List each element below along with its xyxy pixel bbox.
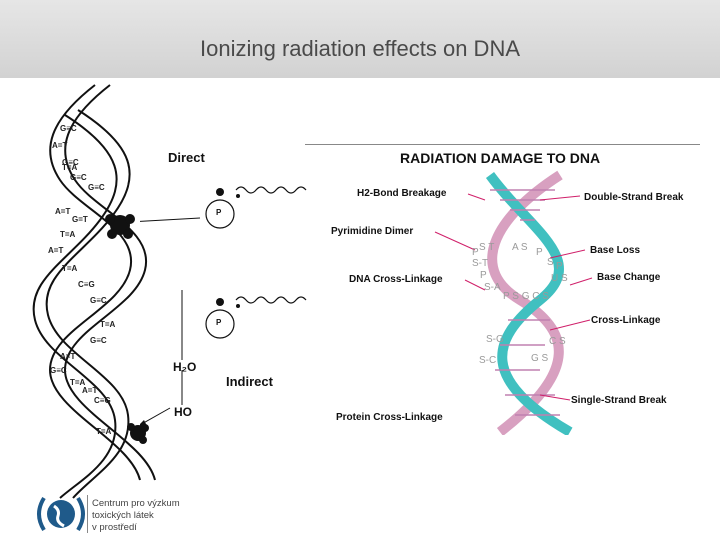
atom-p-label: P <box>216 208 221 217</box>
base-pair: T=A <box>62 264 77 273</box>
base-pair: G≡C <box>70 173 87 182</box>
base-pair: A=T <box>48 246 63 255</box>
base-pair: G≡C <box>50 366 67 375</box>
base-pair: G≡C <box>60 124 77 133</box>
strand-letter: A S <box>512 242 528 253</box>
strand-letter: P S G C S <box>503 291 549 302</box>
logo-text-line1: Centrum pro výzkum <box>92 498 180 509</box>
base-pair: T=A <box>62 163 77 172</box>
dna-cross-linkage-label: DNA Cross-Linkage <box>349 274 443 285</box>
radiation-atoms <box>140 140 310 440</box>
base-loss-label: Base Loss <box>590 245 640 256</box>
strand-letter: P <box>536 247 543 258</box>
base-pair: G≡C <box>90 296 107 305</box>
base-pair: A=T <box>55 207 70 216</box>
cross-linkage-label: Cross-Linkage <box>591 315 660 326</box>
strand-letter: U S <box>551 273 568 284</box>
logo-text-line3: v prostředí <box>92 522 137 533</box>
slide-title: Ionizing radiation effects on DNA <box>0 36 720 62</box>
h2-bond-label: H2-Bond Breakage <box>357 188 446 199</box>
base-pair: G=T <box>72 215 88 224</box>
base-pair: A=T <box>82 386 97 395</box>
base-pair: G≡C <box>90 336 107 345</box>
protein-cross-linkage-label: Protein Cross-Linkage <box>336 412 443 423</box>
institution-logo <box>36 492 86 536</box>
strand-letter: S-A <box>484 282 501 293</box>
strand-letter: S <box>547 257 554 268</box>
logo-divider <box>87 495 88 533</box>
title-bar: Ionizing radiation effects on DNA <box>0 0 720 78</box>
base-change-label: Base Change <box>597 272 660 283</box>
atom-p-label: P <box>216 318 221 327</box>
strand-letter: S-G <box>486 334 504 345</box>
strand-letter: S T <box>479 242 494 253</box>
base-pair: C≡G <box>78 280 95 289</box>
strand-letter: C S <box>549 336 566 347</box>
strand-letter: S-C <box>479 355 496 366</box>
base-pair: G≡C <box>88 183 105 192</box>
strand-letter: P <box>472 247 479 258</box>
logo-text-line2: toxických látek <box>92 510 154 521</box>
base-pair: C≡G <box>94 396 111 405</box>
base-pair: T=A <box>100 320 115 329</box>
right-diagram-title: RADIATION DAMAGE TO DNA <box>400 150 600 166</box>
base-pair: T=A <box>60 230 75 239</box>
base-pair: A=T <box>60 352 75 361</box>
double-strand-label: Double-Strand Break <box>584 192 683 203</box>
pyrimidine-label: Pyrimidine Dimer <box>331 226 413 237</box>
strand-letter: G S <box>531 353 548 364</box>
base-pair: A=T <box>52 141 67 150</box>
strand-letter: S-T <box>472 258 488 269</box>
single-strand-label: Single-Strand Break <box>571 395 667 406</box>
base-pair: T=A <box>96 427 111 436</box>
strand-letter: P <box>480 270 487 281</box>
radiation-damage-blob <box>100 205 140 245</box>
strand-letter: P <box>556 261 563 272</box>
